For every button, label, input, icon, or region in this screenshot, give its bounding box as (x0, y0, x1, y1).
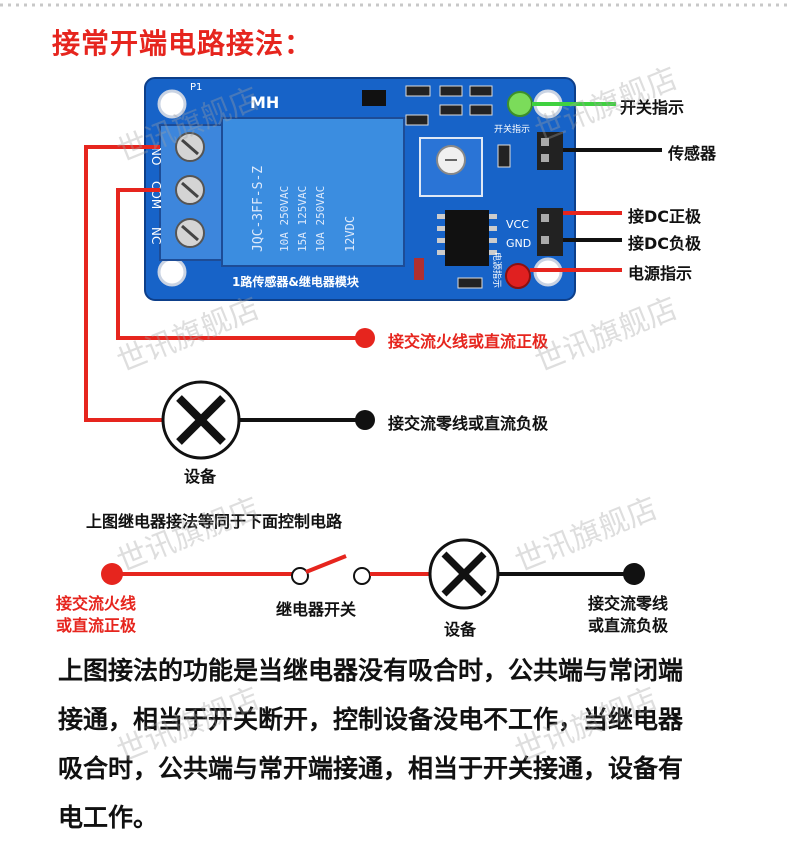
neutral-terminal-dot (355, 410, 375, 430)
board-logo: MH (250, 93, 279, 112)
terminal-nc: NC (149, 227, 163, 244)
circuit-device-label: 设备 (444, 620, 477, 639)
board-p1: P1 (190, 82, 202, 93)
svg-text:15A 125VAC: 15A 125VAC (296, 186, 309, 252)
label-ac-neutral: 接交流零线或直流负极 (388, 414, 549, 433)
circuit-live-dot (101, 563, 123, 585)
no-to-device-wire (84, 145, 162, 422)
svg-text:10A 250VAC: 10A 250VAC (314, 186, 327, 252)
dotted-border (0, 3, 790, 7)
switch-contact-right (353, 567, 371, 585)
label-ac-live: 接交流火线或直流正极 (388, 332, 549, 351)
label-dc-negative: 接DC负极 (628, 234, 702, 253)
circuit-right-line1: 接交流零线 (588, 594, 669, 613)
board-power-label: 电源指示 (491, 252, 503, 288)
label-switch-indicator: 开关指示 (620, 98, 685, 117)
terminal-no: NO (149, 147, 163, 165)
circuit-switch-label: 继电器开关 (276, 600, 357, 619)
circuit-left-line2: 或直流正极 (56, 616, 137, 635)
circuit-left-line1: 接交流火线 (56, 594, 137, 613)
svg-text:12VDC: 12VDC (343, 216, 357, 252)
switch-blade (305, 554, 347, 574)
label-sensor: 传感器 (668, 144, 717, 163)
circuit-neutral-dot (623, 563, 645, 585)
com-to-live-wire (116, 188, 365, 340)
svg-text:10A 250VAC: 10A 250VAC (278, 186, 291, 252)
page-title: 接常开端电路接法： (52, 27, 314, 60)
circuit-caption: 上图继电器接法等同于下面控制电路 (86, 512, 343, 531)
svg-text:JQC-3FF-S-Z: JQC-3FF-S-Z (251, 166, 266, 252)
live-terminal-dot (355, 328, 375, 348)
label-power-indicator: 电源指示 (628, 264, 693, 283)
label-dc-positive: 接DC正极 (628, 207, 702, 226)
relay-module-board: JQC-3FF-S-Z 10A 250VAC 15A 125VAC 10A 25… (144, 77, 576, 301)
circuit-device-symbol (428, 538, 500, 610)
circuit-right-line2: 或直流负极 (588, 616, 669, 635)
label-device: 设备 (184, 467, 217, 486)
board-led-label: 开关指示 (494, 123, 530, 135)
switch-contact-left (291, 567, 309, 585)
board-vcc: VCC (506, 218, 529, 231)
terminal-com: COM (149, 181, 163, 209)
board-caption: 1路传感器&继电器模块 (232, 274, 360, 289)
explanation-paragraph: 上图接法的功能是当继电器没有吸合时，公共端与常闭端接通，相当于开关断开，控制设备… (58, 656, 684, 832)
board-gnd: GND (506, 237, 531, 250)
device-lamp-symbol (161, 380, 241, 460)
